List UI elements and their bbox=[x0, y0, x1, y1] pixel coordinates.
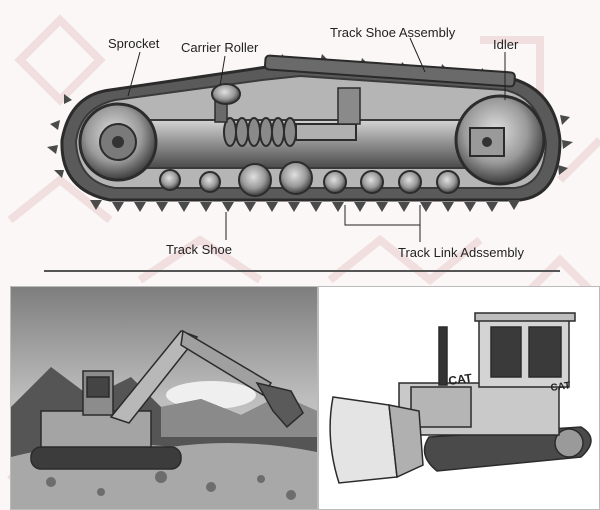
label-track-shoe: Track Shoe bbox=[166, 242, 232, 257]
track-shoe-assembly-top bbox=[264, 54, 516, 88]
label-track-link-assembly: Track Link Adssembly bbox=[398, 245, 524, 260]
track-shoe-teeth bbox=[47, 54, 573, 212]
label-idler: Idler bbox=[493, 37, 519, 52]
cat-logo-cab: CAT bbox=[550, 380, 571, 394]
excavator bbox=[30, 329, 304, 470]
bulldozer-photo: CAT CAT bbox=[318, 286, 600, 510]
bulldozer bbox=[329, 312, 592, 484]
excavator-photo bbox=[10, 286, 318, 510]
label-track-shoe-assembly: Track Shoe Assembly bbox=[330, 25, 456, 40]
recoil-spring bbox=[223, 117, 357, 147]
label-carrier-roller: Carrier Roller bbox=[181, 40, 259, 55]
track-rollers bbox=[159, 161, 460, 197]
idler-wheel bbox=[454, 94, 546, 186]
undercarriage-diagram bbox=[47, 37, 573, 242]
sprocket-wheel bbox=[78, 102, 158, 182]
carrier-roller bbox=[211, 83, 361, 125]
cat-logo: CAT bbox=[447, 371, 473, 388]
leader-lines bbox=[127, 37, 506, 242]
label-sprocket: Sprocket bbox=[108, 36, 160, 51]
divider-line bbox=[44, 270, 560, 272]
